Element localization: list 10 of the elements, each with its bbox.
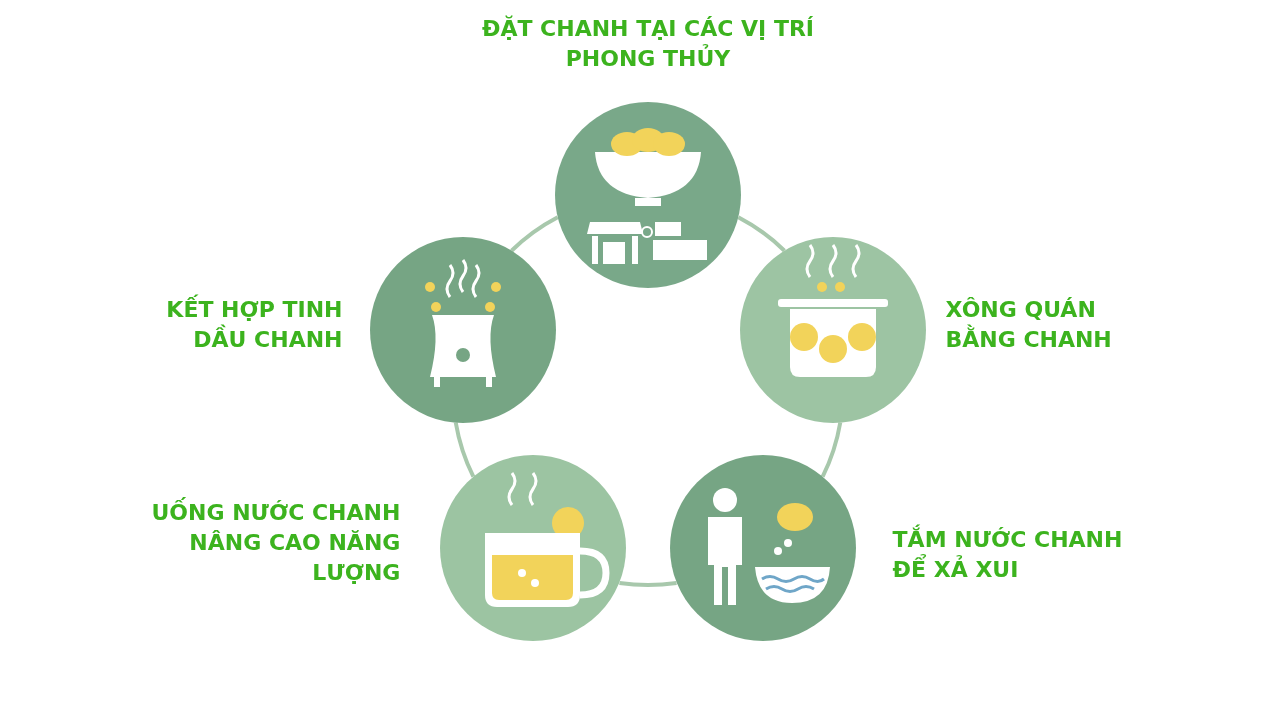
step-label: UỐNG NƯỚC CHANH NÂNG CAO NĂNG LƯỢNG	[150, 497, 401, 587]
step-label: ĐẶT CHANH TẠI CÁC VỊ TRÍ PHONG THỦY	[480, 14, 816, 73]
ring-connector	[510, 215, 559, 253]
ring-connector	[619, 580, 677, 587]
step-label: KẾT HỢP TINH DẦU CHANH	[165, 294, 343, 354]
ring-connector	[820, 422, 843, 478]
ring-connector	[453, 422, 476, 478]
step-label: XÔNG QUÁN BẰNG CHANH	[945, 295, 1113, 354]
ring-connector	[737, 215, 786, 253]
step-label: TẮM NƯỚC CHANH ĐỂ XẢ XUI	[892, 524, 1124, 584]
